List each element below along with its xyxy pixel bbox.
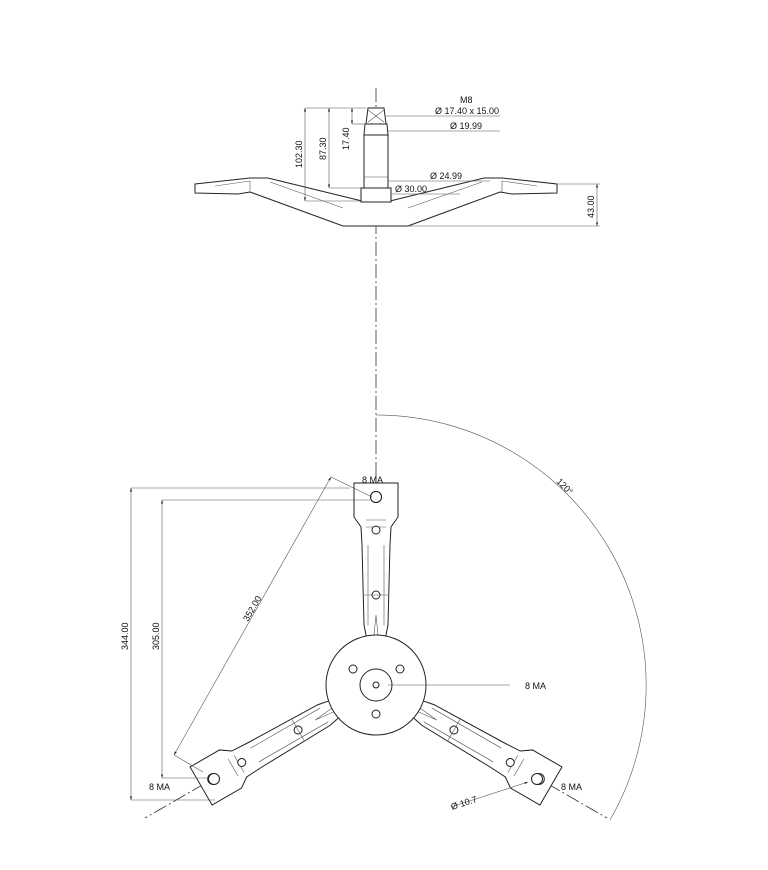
shaft-flange [360,187,392,203]
height-87-30: 87.30 [318,137,328,160]
thread-top-label: 8 MA [362,475,383,485]
height-43: 43.00 [586,195,596,218]
hole-diameter-label: Ø 10.7 [450,794,479,812]
center-hole [372,681,380,689]
thread-label: M8 [460,95,473,105]
height-17-40: 17.40 [341,127,351,150]
angle-arc [375,414,647,821]
dim-344: 344.00 [120,622,130,650]
diameter-19-99: Ø 19.99 [450,121,482,131]
top-view: 120° [120,414,647,821]
thread-left-label: 8 MA [149,782,170,792]
hole-top [370,491,382,503]
shaft [363,134,389,189]
angle-label: 120° [555,476,576,497]
dim-305: 305.00 [151,622,161,650]
dim-352: 352.00 [241,594,263,623]
thread-center-label: 8 MA [525,681,546,691]
diameter-24-99: Ø 24.99 [430,171,462,181]
hole-left [208,773,220,785]
thread-right-label: 8 MA [561,782,582,792]
diameter-30: Ø 30.00 [395,184,427,194]
side-view: M8 Ø 17.40 x 15.00 Ø 19.99 Ø 24.99 Ø 30.… [194,95,600,227]
spider-arm [353,482,399,650]
hole-right [531,773,543,785]
cap-dimension: Ø 17.40 x 15.00 [435,106,499,116]
height-102-30: 102.30 [294,140,304,168]
